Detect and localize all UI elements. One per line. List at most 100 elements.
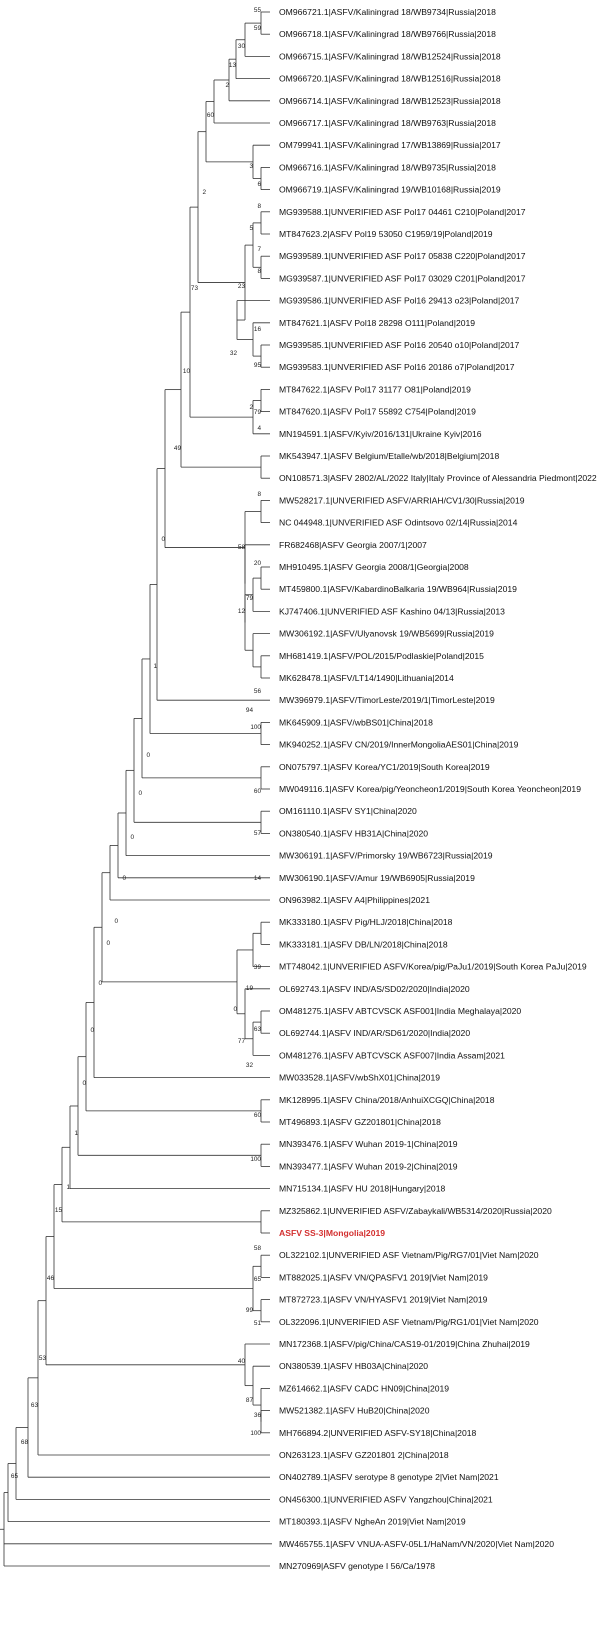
taxon-label: MZ325862.1|UNVERIFIED ASFV/Zabaykali/WB5… [279,1206,552,1216]
taxon-label: ON380540.1|ASFV HB31A|China|2020 [279,828,428,838]
bootstrap-value: 77 [238,1038,246,1045]
bootstrap-value: 60 [207,112,215,119]
bootstrap-value: 65 [254,1276,262,1283]
taxon-label: MK333181.1|ASFV DB/LN/2018|China|2018 [279,939,448,949]
bootstrap-value: 0 [138,790,142,797]
taxon-label: OM481276.1|ASFV ABTCVSCK ASF007|India As… [279,1050,505,1060]
taxon-label: MT847623.2|ASFV Pol19 53050 C1959/19|Pol… [279,229,493,239]
taxon-label: MG939585.1|UNVERIFIED ASF Pol16 20540 o1… [279,340,520,350]
taxon-label: OM966714.1|ASFV/Kaliningrad 18/WB12523|R… [279,96,501,106]
taxon-label: OM966715.1|ASFV/Kaliningrad 18/WB12524|R… [279,51,501,61]
bootstrap-value: 0 [106,940,110,947]
bootstrap-value: 13 [229,62,237,69]
taxon-label: ON108571.3|ASFV 2802/AL/2022 Italy|Italy… [279,473,597,483]
taxon-label: ON263123.1|ASFV GZ201801 2|China|2018 [279,1450,449,1460]
taxon-label: NC 044948.1|UNVERIFIED ASF Odintsovo 02/… [279,518,518,528]
bootstrap-value: 60 [254,788,262,795]
taxon-label: MK543947.1|ASFV Belgium/Etalle/wb/2018|B… [279,451,499,461]
bootstrap-value: 7 [257,246,261,253]
taxon-label: MW396979.1|ASFV/TimorLeste/2019/1|TimorL… [279,695,495,705]
taxon-label: MK645909.1|ASFV/wbBS01|China|2018 [279,717,433,727]
taxon-label: MK333180.1|ASFV Pig/HLJ/2018|China|2018 [279,917,453,927]
bootstrap-value: 2 [202,189,206,196]
taxon-label: MW306190.1|ASFV/Amur 19/WB6905|Russia|20… [279,873,475,883]
taxon-label: MN715134.1|ASFV HU 2018|Hungary|2018 [279,1184,445,1194]
bootstrap-value: 0 [98,980,102,987]
taxon-labels: OM966721.1|ASFV/Kaliningrad 18/WB9734|Ru… [279,7,597,1571]
taxon-label: MW465755.1|ASFV VNUA-ASFV-05L1/HaNam/VN/… [279,1539,554,1549]
bootstrap-value: 2 [249,404,253,411]
bootstrap-value: 63 [254,1026,262,1033]
taxon-label: MT847622.1|ASFV Pol17 31177 O81|Poland|2… [279,384,471,394]
taxon-label: ON402789.1|ASFV serotype 8 genotype 2|Vi… [279,1472,499,1482]
taxon-label: MK940252.1|ASFV CN/2019/InnerMongoliaAES… [279,740,519,750]
taxon-label: OM966719.1|ASFV/Kaliningrad 19/WB10168|R… [279,185,501,195]
taxon-label: OM161110.1|ASFV SY1|China|2020 [279,806,417,816]
bootstrap-value: 49 [174,445,182,452]
bootstrap-value: 5 [249,225,253,232]
taxon-label: OM966721.1|ASFV/Kaliningrad 18/WB9734|Ru… [279,7,496,17]
bootstrap-value: 68 [21,1439,29,1446]
taxon-label: OL692743.1|ASFV IND/AS/SD02/2020|India|2… [279,984,470,994]
taxon-label: MW306192.1|ASFV/Ulyanovsk 19/WB5699|Russ… [279,629,494,639]
taxon-label: OM966718.1|ASFV/Kaliningrad 18/WB9766|Ru… [279,29,496,39]
bootstrap-value: 60 [254,1112,262,1119]
taxon-label: MN172368.1|ASFV/pig/China/CAS19-01/2019|… [279,1339,530,1349]
taxon-label: MT872723.1|ASFV VN/HYASFV1 2019|Viet Nam… [279,1295,488,1305]
bootstrap-value: 8 [257,203,261,210]
taxon-label: MN194591.1|ASFV/Kyiv/2016/131|Ukraine Ky… [279,429,482,439]
bootstrap-value: 56 [254,688,262,695]
taxon-label: OM966720.1|ASFV/Kaliningrad 18/WB12516|R… [279,74,501,84]
taxon-label: OM481275.1|ASFV ABTCVSCK ASF001|India Me… [279,1006,521,1016]
taxon-label: MG939583.1|UNVERIFIED ASF Pol16 20186 o7… [279,362,515,372]
bootstrap-value: 6 [257,181,261,188]
bootstrap-value: 23 [238,283,246,290]
taxon-label: FR682468|ASFV Georgia 2007/1|2007 [279,540,427,550]
bootstrap-value: 3 [249,163,253,170]
bootstrap-value: 32 [230,350,238,357]
bootstrap-value: 0 [146,752,150,759]
taxon-label: ON075797.1|ASFV Korea/YC1/2019|South Kor… [279,762,490,772]
bootstrap-value: 40 [238,1358,246,1365]
bootstrap-value: 19 [246,985,254,992]
bootstrap-value: 16 [254,326,262,333]
bootstrap-value: 2 [225,82,229,89]
taxon-label: MW528217.1|UNVERIFIED ASFV/ARRIAH/CV1/30… [279,495,525,505]
taxon-label: MW049116.1|ASFV Korea/pig/Yeoncheon1/201… [279,784,581,794]
taxon-label: MT496893.1|ASFV GZ201801|China|2018 [279,1117,441,1127]
bootstrap-value: 1 [153,663,157,670]
bootstrap-value: 39 [254,964,262,971]
bootstrap-value: 30 [238,43,246,50]
taxon-label: MW521382.1|ASFV HuB20|China|2020 [279,1406,430,1416]
bootstrap-value: 65 [11,1473,19,1480]
taxon-label: MT882025.1|ASFV VN/QPASFV1 2019|Viet Nam… [279,1272,488,1282]
bootstrap-value: 100 [250,1156,261,1163]
bootstrap-value: 87 [246,1397,254,1404]
bootstrap-value: 63 [31,1402,39,1409]
bootstrap-value: 94 [246,707,254,714]
bootstrap-value: 1 [66,1184,70,1191]
taxon-label: OL322096.1|UNVERIFIED ASF Vietnam/Pig/RG… [279,1317,539,1327]
bootstrap-value: 58 [254,1245,262,1252]
bootstrap-value: 36 [254,1412,262,1419]
taxon-label: MN270969|ASFV genotype I 56/Ca/1978 [279,1561,435,1571]
bootstrap-value: 79 [254,409,262,416]
bootstrap-value: 51 [254,1320,262,1327]
taxon-label: MT748042.1|UNVERIFIED ASFV/Korea/pig/PaJ… [279,962,587,972]
taxon-label: ON380539.1|ASFV HB03A|China|2020 [279,1361,428,1371]
taxon-label: ON456300.1|UNVERIFIED ASFV Yangzhou|Chin… [279,1494,493,1504]
taxon-label: MT180393.1|ASFV NgheAn 2019|Viet Nam|201… [279,1517,466,1527]
taxon-label: MG939587.1|UNVERIFIED ASF Pol17 03029 C2… [279,273,526,283]
bootstrap-value: 32 [246,1062,254,1069]
bootstrap-value: 20 [254,560,262,567]
bootstrap-value: 10 [183,368,191,375]
taxon-label: MG939586.1|UNVERIFIED ASF Pol16 29413 o2… [279,296,520,306]
taxon-label: MT847620.1|ASFV Pol17 55892 C754|Poland|… [279,407,476,417]
taxon-label: MG939589.1|UNVERIFIED ASF Pol17 05838 C2… [279,251,526,261]
bootstrap-value: 0 [90,1027,94,1034]
bootstrap-value: 100 [250,724,261,731]
taxon-label-highlighted: ASFV SS-3|Mongolia|2019 [279,1228,385,1238]
bootstrap-value: 0 [233,1006,237,1013]
bootstrap-values: 5559301326036285781695233273102484979582… [11,7,262,1480]
taxon-label: MK628478.1|ASFV/LT14/1490|Lithuania|2014 [279,673,454,683]
